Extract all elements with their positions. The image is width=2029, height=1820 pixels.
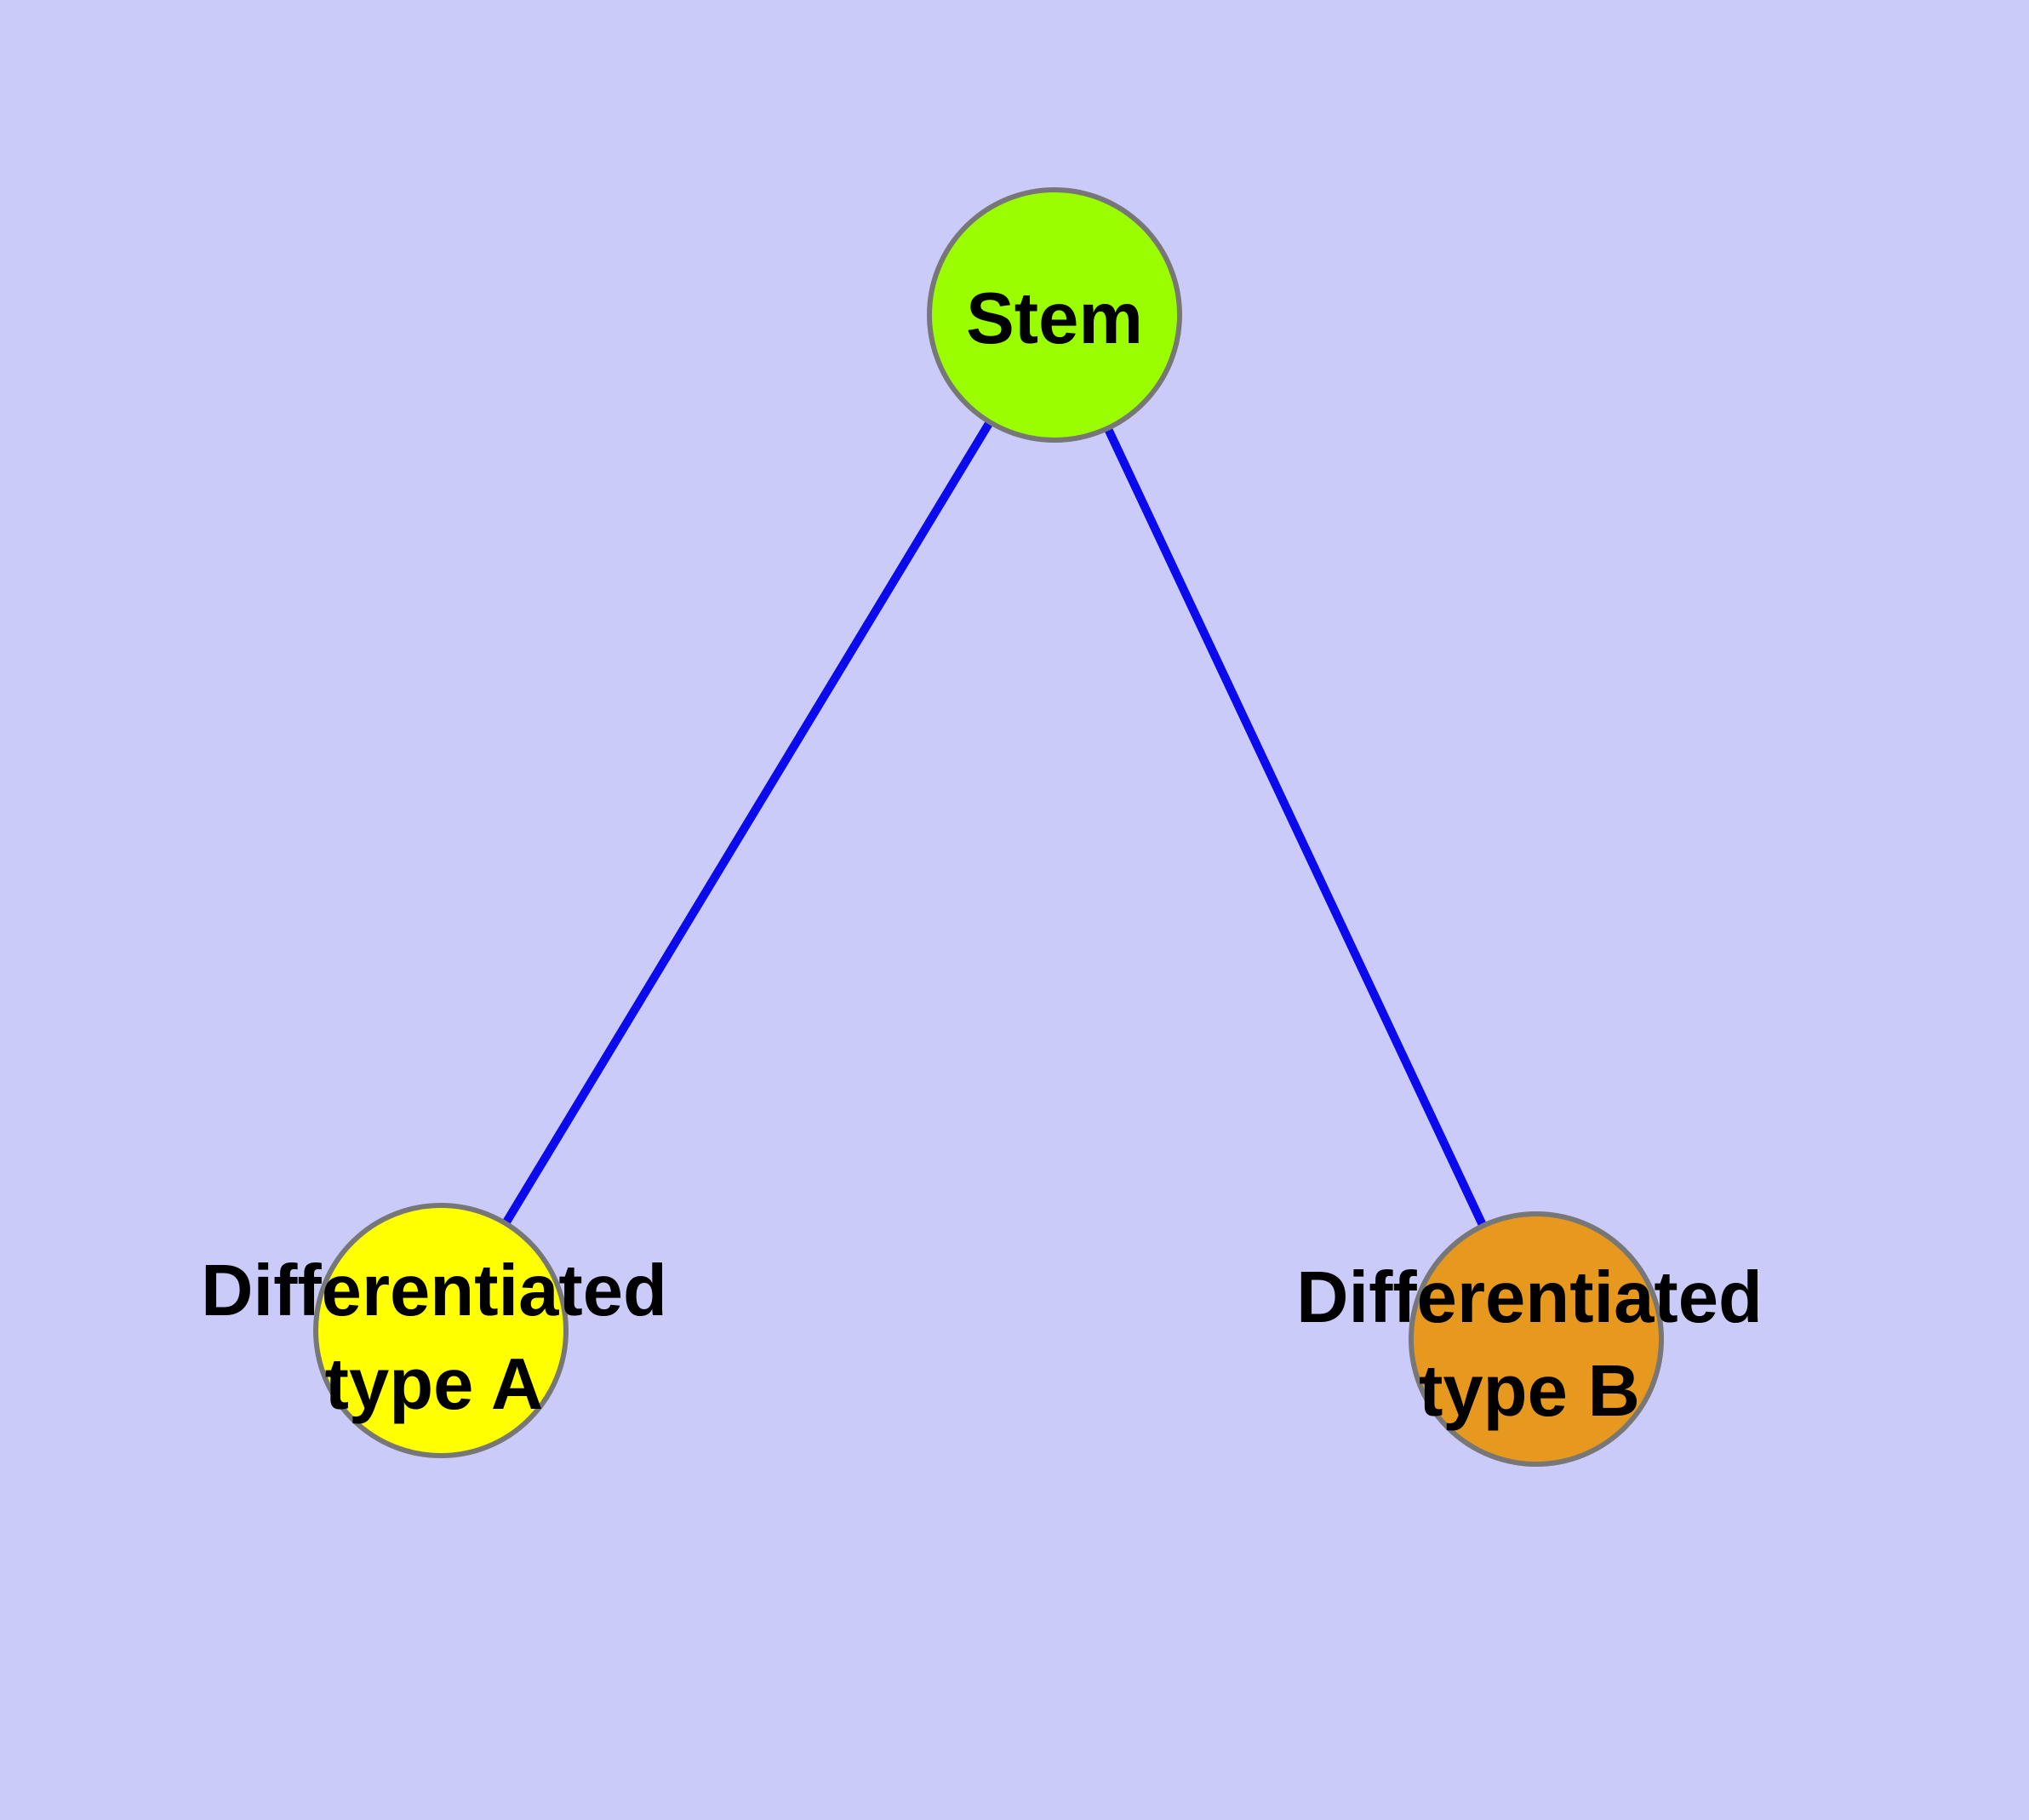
node-stem — [927, 187, 1182, 443]
node-differentiated-type-b-label-line2: type B — [1419, 1351, 1640, 1432]
node-differentiated-type-b-label-line1: Differentiated — [1296, 1257, 1763, 1338]
node-stem-label: Stem — [966, 272, 1143, 366]
edge-stem-to-diff-b — [1050, 312, 1540, 1342]
node-differentiated-type-b — [1409, 1211, 1664, 1467]
node-differentiated-type-a — [313, 1203, 569, 1458]
node-differentiated-type-b-label: Differentiated type B — [1296, 1251, 1763, 1439]
node-differentiated-type-a-label: Differentiated type A — [201, 1245, 667, 1432]
node-differentiated-type-a-label-line2: type A — [324, 1344, 544, 1425]
edge-stem-to-diff-a — [437, 312, 1059, 1333]
node-stem-label-line: Stem — [966, 278, 1143, 359]
node-differentiated-type-a-label-line1: Differentiated — [201, 1251, 667, 1331]
